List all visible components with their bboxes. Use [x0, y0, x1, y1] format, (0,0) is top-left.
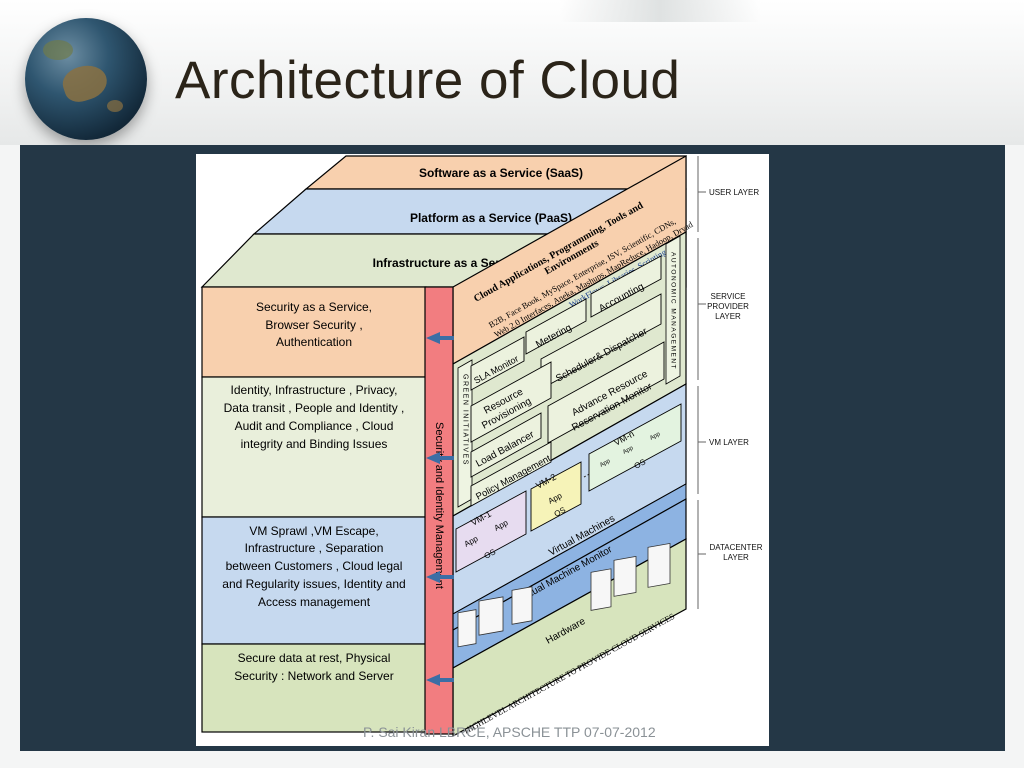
- sp-layer-label-3: LAYER: [715, 312, 741, 321]
- security-bar-label: Security and Identity Management: [433, 422, 445, 589]
- slide-footer: P. Sai Kiran LBRCE, APSCHE TTP 07-07-201…: [363, 724, 656, 740]
- architecture-figure: Software as a Service (SaaS) Platform as…: [196, 154, 769, 746]
- sp-layer-label-2: PROVIDER: [707, 302, 749, 311]
- header-sheen: [560, 0, 760, 22]
- issue-3-line-2: Infrastructure , Separation: [245, 541, 384, 555]
- arrow-icon: [426, 332, 454, 686]
- issue-2-line-1: Identity, Infrastructure , Privacy,: [231, 383, 398, 397]
- globe-icon: [25, 18, 147, 140]
- vm-group: VM-1 App App OS VM-2 App OS VM-n App App…: [455, 403, 682, 573]
- metering-box: [525, 298, 587, 355]
- vm-n-box: [588, 403, 682, 492]
- slide-header: Architecture of Cloud: [0, 0, 1024, 145]
- issue-4-line-1: Secure data at rest, Physical: [238, 651, 391, 665]
- autonomic-label: AUTONOMIC MANAGEMENT: [670, 252, 677, 370]
- issue-2-line-4: integrity and Binding Issues: [241, 437, 388, 451]
- autonomic-strip: [665, 235, 681, 385]
- dc-layer-label-1: DATACENTER: [709, 543, 762, 552]
- issue-2-line-3: Audit and Compliance , Cloud: [235, 419, 394, 433]
- vm-layer-label: VM LAYER: [709, 438, 749, 447]
- issue-box-2: [201, 376, 427, 518]
- issue-2-line-2: Data transit , People and Identity ,: [224, 401, 405, 415]
- layer-labels: USER LAYER SERVICE PROVIDER LAYER VM LAY…: [707, 188, 763, 562]
- resource-provisioning-box: [470, 361, 552, 443]
- advance-reservation-box: [547, 341, 665, 444]
- vm-2-box: [530, 461, 582, 532]
- vm-1-box: [455, 490, 527, 573]
- paas-label: Platform as a Service (PaaS): [410, 211, 572, 225]
- vm-n-app-3: App: [649, 431, 662, 442]
- policy-management-box: [470, 441, 552, 507]
- user-layer-label: USER LAYER: [709, 188, 759, 197]
- green-initiatives-label: GREEN INITIATIVES: [462, 374, 469, 466]
- server-icon: [457, 542, 671, 648]
- issue-1-line-3: Authentication: [276, 335, 352, 349]
- issue-box-4: [201, 643, 427, 733]
- accounting-box: [590, 255, 662, 318]
- dc-layer-label-2: LAYER: [723, 553, 749, 562]
- issues-text: Security as a Service, Browser Security …: [222, 300, 405, 683]
- issue-4-line-2: Security : Network and Server: [234, 669, 393, 683]
- saas-label: Software as a Service (SaaS): [419, 166, 583, 180]
- issue-3-line-3: between Customers , Cloud legal: [226, 559, 403, 573]
- security-bar: [424, 286, 454, 735]
- vm-n-app-2: App: [622, 445, 635, 456]
- slide-title: Architecture of Cloud: [175, 51, 681, 110]
- sla-monitor-box: [470, 336, 525, 391]
- issue-3-line-5: Access management: [258, 595, 371, 609]
- vm-n-app-1: App: [599, 458, 612, 469]
- service-boxes: Accounting Metering SLA Monitor Schedule…: [470, 255, 665, 507]
- issue-1-line-1: Security as a Service,: [256, 300, 372, 314]
- issue-3-line-1: VM Sprawl ,VM Escape,: [249, 524, 378, 538]
- issue-box-3: [201, 516, 427, 645]
- layer-brackets: [697, 156, 706, 609]
- issue-1-line-2: Browser Security ,: [265, 318, 362, 332]
- issue-3-line-4: and Regularity issues, Identity and: [222, 577, 405, 591]
- sp-layer-label-1: SERVICE: [711, 292, 746, 301]
- load-balancer-box: [470, 412, 542, 478]
